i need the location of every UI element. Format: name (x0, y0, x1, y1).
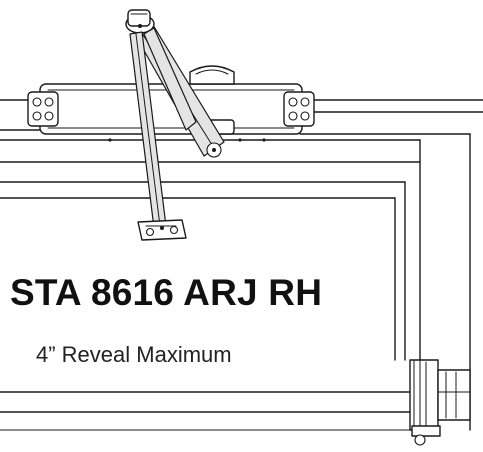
model-number-label: STA 8616 ARJ RH (10, 272, 323, 313)
door-panel (0, 181, 411, 413)
frame-reveal-detail (0, 359, 471, 446)
door-shoe (137, 219, 187, 241)
arm-bracket (143, 27, 197, 131)
elbow-pivot (125, 9, 155, 34)
reveal-maximum-note: 4” Reveal Maximum (36, 342, 232, 367)
